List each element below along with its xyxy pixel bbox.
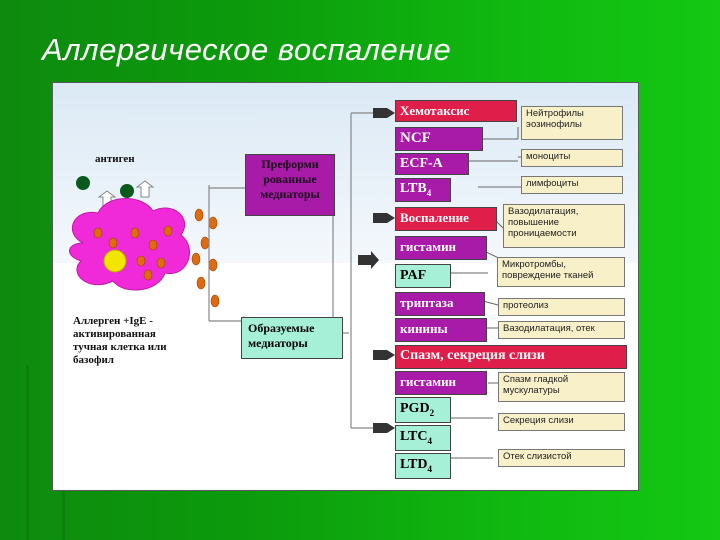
- mast-cell-caption: Аллерген +IgE - активированная тучная кл…: [73, 315, 167, 366]
- effect-smooth-muscle-spasm: Спазм гладкой мускулатуры: [498, 372, 625, 402]
- slide-title: Аллергическое воспаление: [42, 32, 452, 67]
- mediator-spasm-secretion: Спазм, секреция слизи: [395, 345, 627, 369]
- preformed-mediators-box: Преформи рованные медиаторы: [245, 154, 335, 216]
- effect-proteolysis: протеолиз: [498, 298, 625, 316]
- antigen-label: антиген: [95, 153, 135, 165]
- decorative-line: [62, 490, 65, 540]
- released-granules: [191, 208, 220, 308]
- mediator-ltd4: LTD4: [395, 453, 451, 479]
- cell-nucleus: [103, 249, 127, 273]
- mediator-histamine-1: гистамин: [395, 236, 487, 260]
- effect-microthrombi: Микротромбы, повреждение тканей: [497, 257, 625, 287]
- mediator-pgd2: PGD2: [395, 397, 451, 423]
- effect-mucosal-edema: Отек слизистой: [498, 449, 625, 467]
- effect-monocytes: моноциты: [521, 149, 623, 167]
- antigen-green-dot: [120, 184, 134, 198]
- diagram-panel: антиген Аллерген +IgE - активированная т…: [52, 82, 639, 491]
- effect-vasodilation: Вазодилатация, повышение проницаемости: [503, 204, 625, 248]
- formed-mediators-box: Образуемые медиаторы: [241, 317, 343, 359]
- effect-mucus-secretion: Секреция слизи: [498, 413, 625, 431]
- mast-cell-shape: [69, 198, 191, 291]
- effect-neutrophils: Нейтрофилы эозинофилы: [521, 106, 623, 140]
- cell-granules: [93, 225, 173, 281]
- mediator-ecf-a: ECF-A: [395, 153, 469, 175]
- mediator-histamine-2: гистамин: [395, 371, 487, 395]
- mediator-ltb4: LTB4: [395, 178, 451, 202]
- effect-vasodilation-edema: Вазодилатация, отек: [498, 321, 625, 339]
- mediator-ltc4: LTC4: [395, 425, 451, 451]
- antigen-green-dot: [76, 176, 90, 190]
- mediator-paf: PAF: [395, 264, 451, 288]
- decorative-line: [26, 365, 29, 540]
- mediator-arrows: [208, 185, 248, 322]
- mediator-kinins: кинины: [395, 318, 487, 342]
- ige-receptor-icon: [135, 180, 155, 198]
- diagram-drawing: [69, 108, 521, 459]
- mediator-chemotaxis: Хемотаксис: [395, 100, 517, 122]
- mediator-ncf: NCF: [395, 127, 483, 151]
- mediator-tryptase: триптаза: [395, 292, 485, 316]
- dark-arrow-markers: [358, 108, 395, 433]
- mediator-inflammation: Воспаление: [395, 207, 497, 231]
- effect-connectors: [448, 127, 521, 459]
- effect-lymphocytes: лимфоциты: [521, 176, 623, 194]
